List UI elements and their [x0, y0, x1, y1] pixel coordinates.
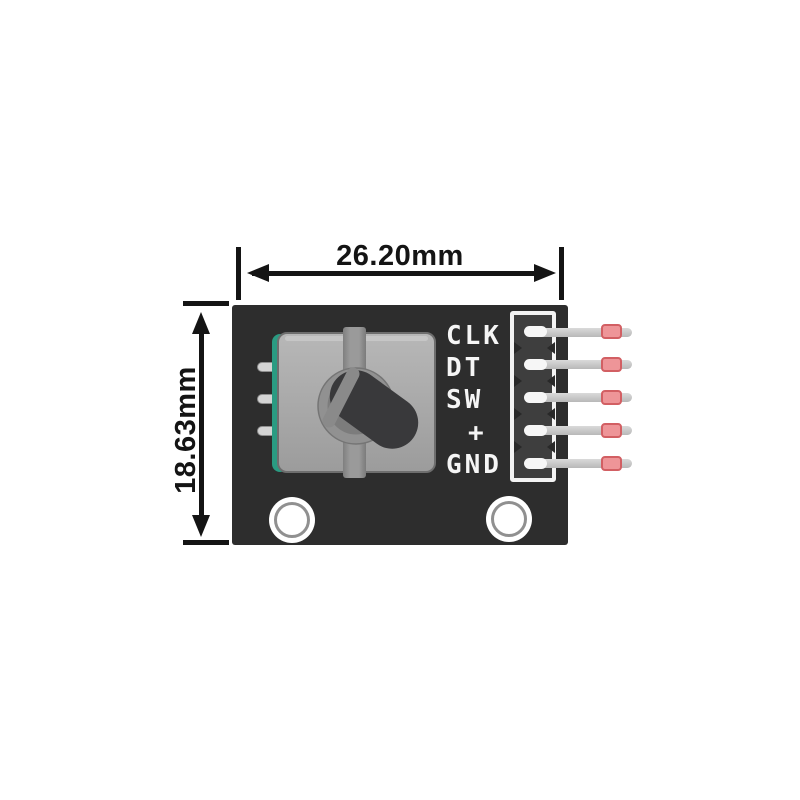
- pin-rod: [536, 459, 632, 468]
- height-extension-line-top: [183, 301, 229, 306]
- height-extension-line-bottom: [183, 540, 229, 545]
- pin-label-dt: DT: [446, 353, 484, 383]
- width-extension-line-left: [236, 247, 241, 300]
- pin-rod: [536, 360, 632, 369]
- header-notch: [514, 342, 525, 354]
- header-notch: [544, 408, 555, 420]
- height-dimension-line: [199, 326, 204, 520]
- pin-rod: [536, 393, 632, 402]
- pin-solder: [524, 326, 547, 337]
- mounting-hole-left: [269, 497, 315, 543]
- header-notch: [514, 441, 525, 453]
- encoder-knob: [317, 367, 419, 449]
- pin-rod: [536, 426, 632, 435]
- arrow-right-icon: [534, 264, 559, 282]
- arrow-up-icon: [192, 309, 210, 334]
- header-notch: [544, 375, 555, 387]
- pin-tip: [601, 456, 622, 471]
- pin-rod: [536, 328, 632, 337]
- pin-tip: [601, 390, 622, 405]
- pin-solder: [524, 458, 547, 469]
- pin-label-gnd: GND: [446, 450, 502, 480]
- header-notch: [514, 408, 525, 420]
- header-notch: [544, 342, 555, 354]
- pin-tip: [601, 324, 622, 339]
- mounting-hole-ring: [274, 502, 310, 538]
- mounting-hole-right: [486, 496, 532, 542]
- height-dimension-label: 18.63mm: [170, 366, 202, 494]
- arrow-left-icon: [244, 264, 269, 282]
- header-notch: [544, 441, 555, 453]
- pin-solder: [524, 392, 547, 403]
- header-notch: [514, 375, 525, 387]
- pin-solder: [524, 359, 547, 370]
- pin-tip: [601, 357, 622, 372]
- knob-flat-slot: [322, 367, 360, 428]
- pin-label-sw: SW: [446, 385, 484, 415]
- arrow-down-icon: [192, 515, 210, 540]
- pin-solder: [524, 425, 547, 436]
- pin-tip: [601, 423, 622, 438]
- pin-label-plus: +: [468, 418, 487, 448]
- pin-label-clk: CLK: [446, 321, 502, 351]
- width-dimension-label: 26.20mm: [336, 240, 464, 272]
- width-dimension-line: [252, 271, 548, 276]
- width-extension-line-right: [559, 247, 564, 300]
- mounting-hole-ring: [491, 501, 527, 537]
